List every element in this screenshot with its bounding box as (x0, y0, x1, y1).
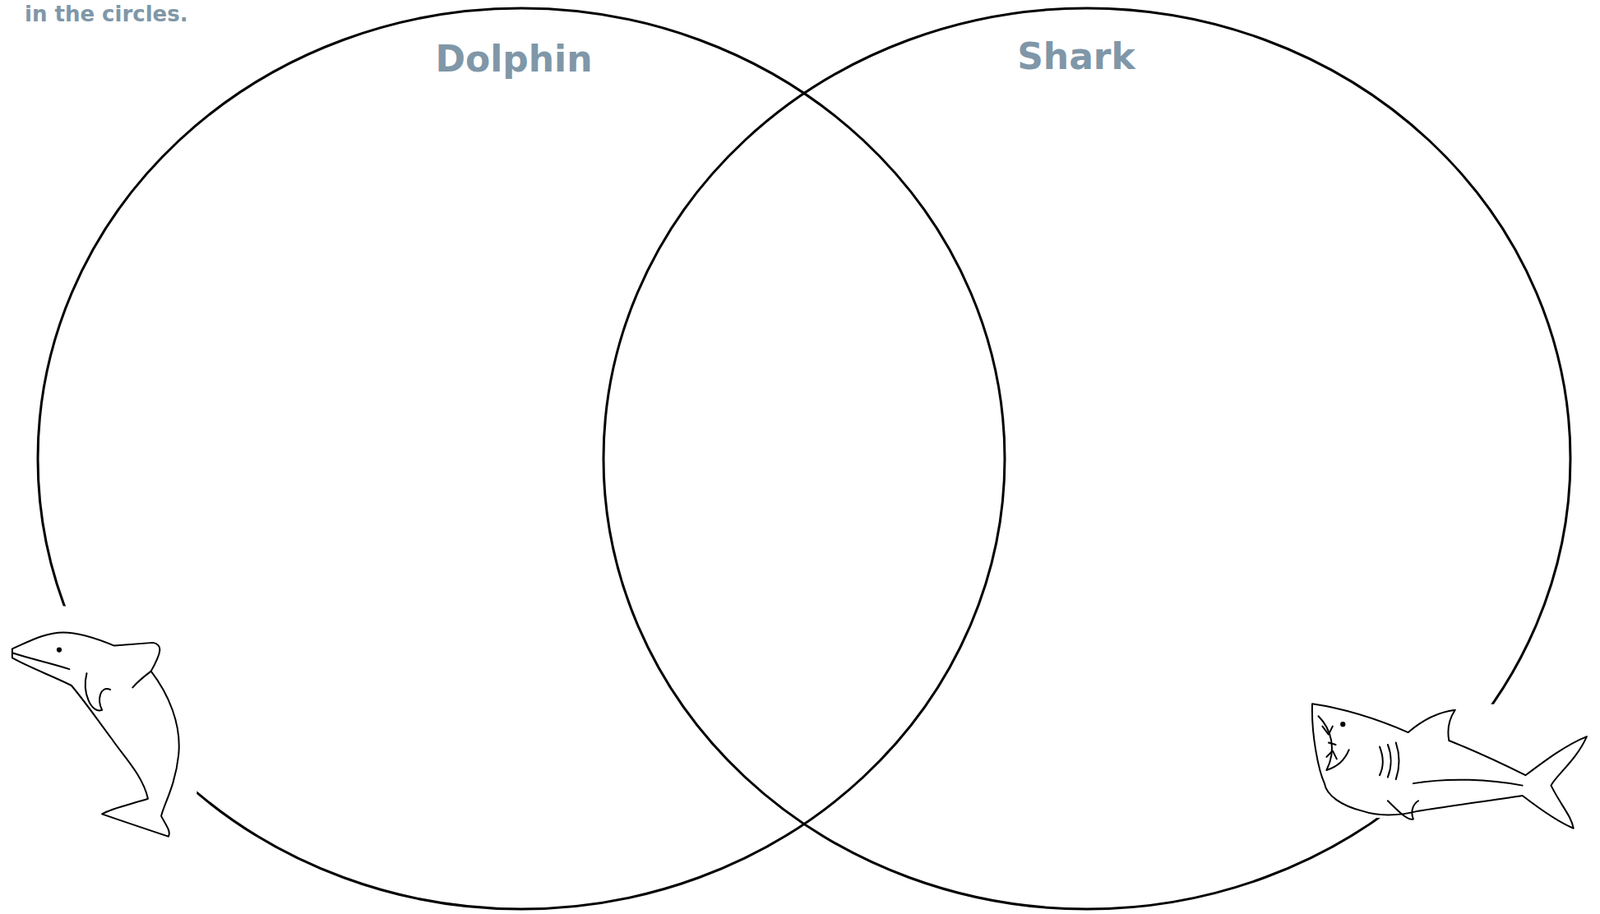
circle-heading: Shark (1017, 35, 1136, 78)
instruction-text: in the circles. (24, 1, 189, 27)
dolphin-illustration (5, 604, 219, 847)
circle-heading: Dolphin (434, 37, 592, 80)
shark-illustration (1294, 702, 1588, 835)
